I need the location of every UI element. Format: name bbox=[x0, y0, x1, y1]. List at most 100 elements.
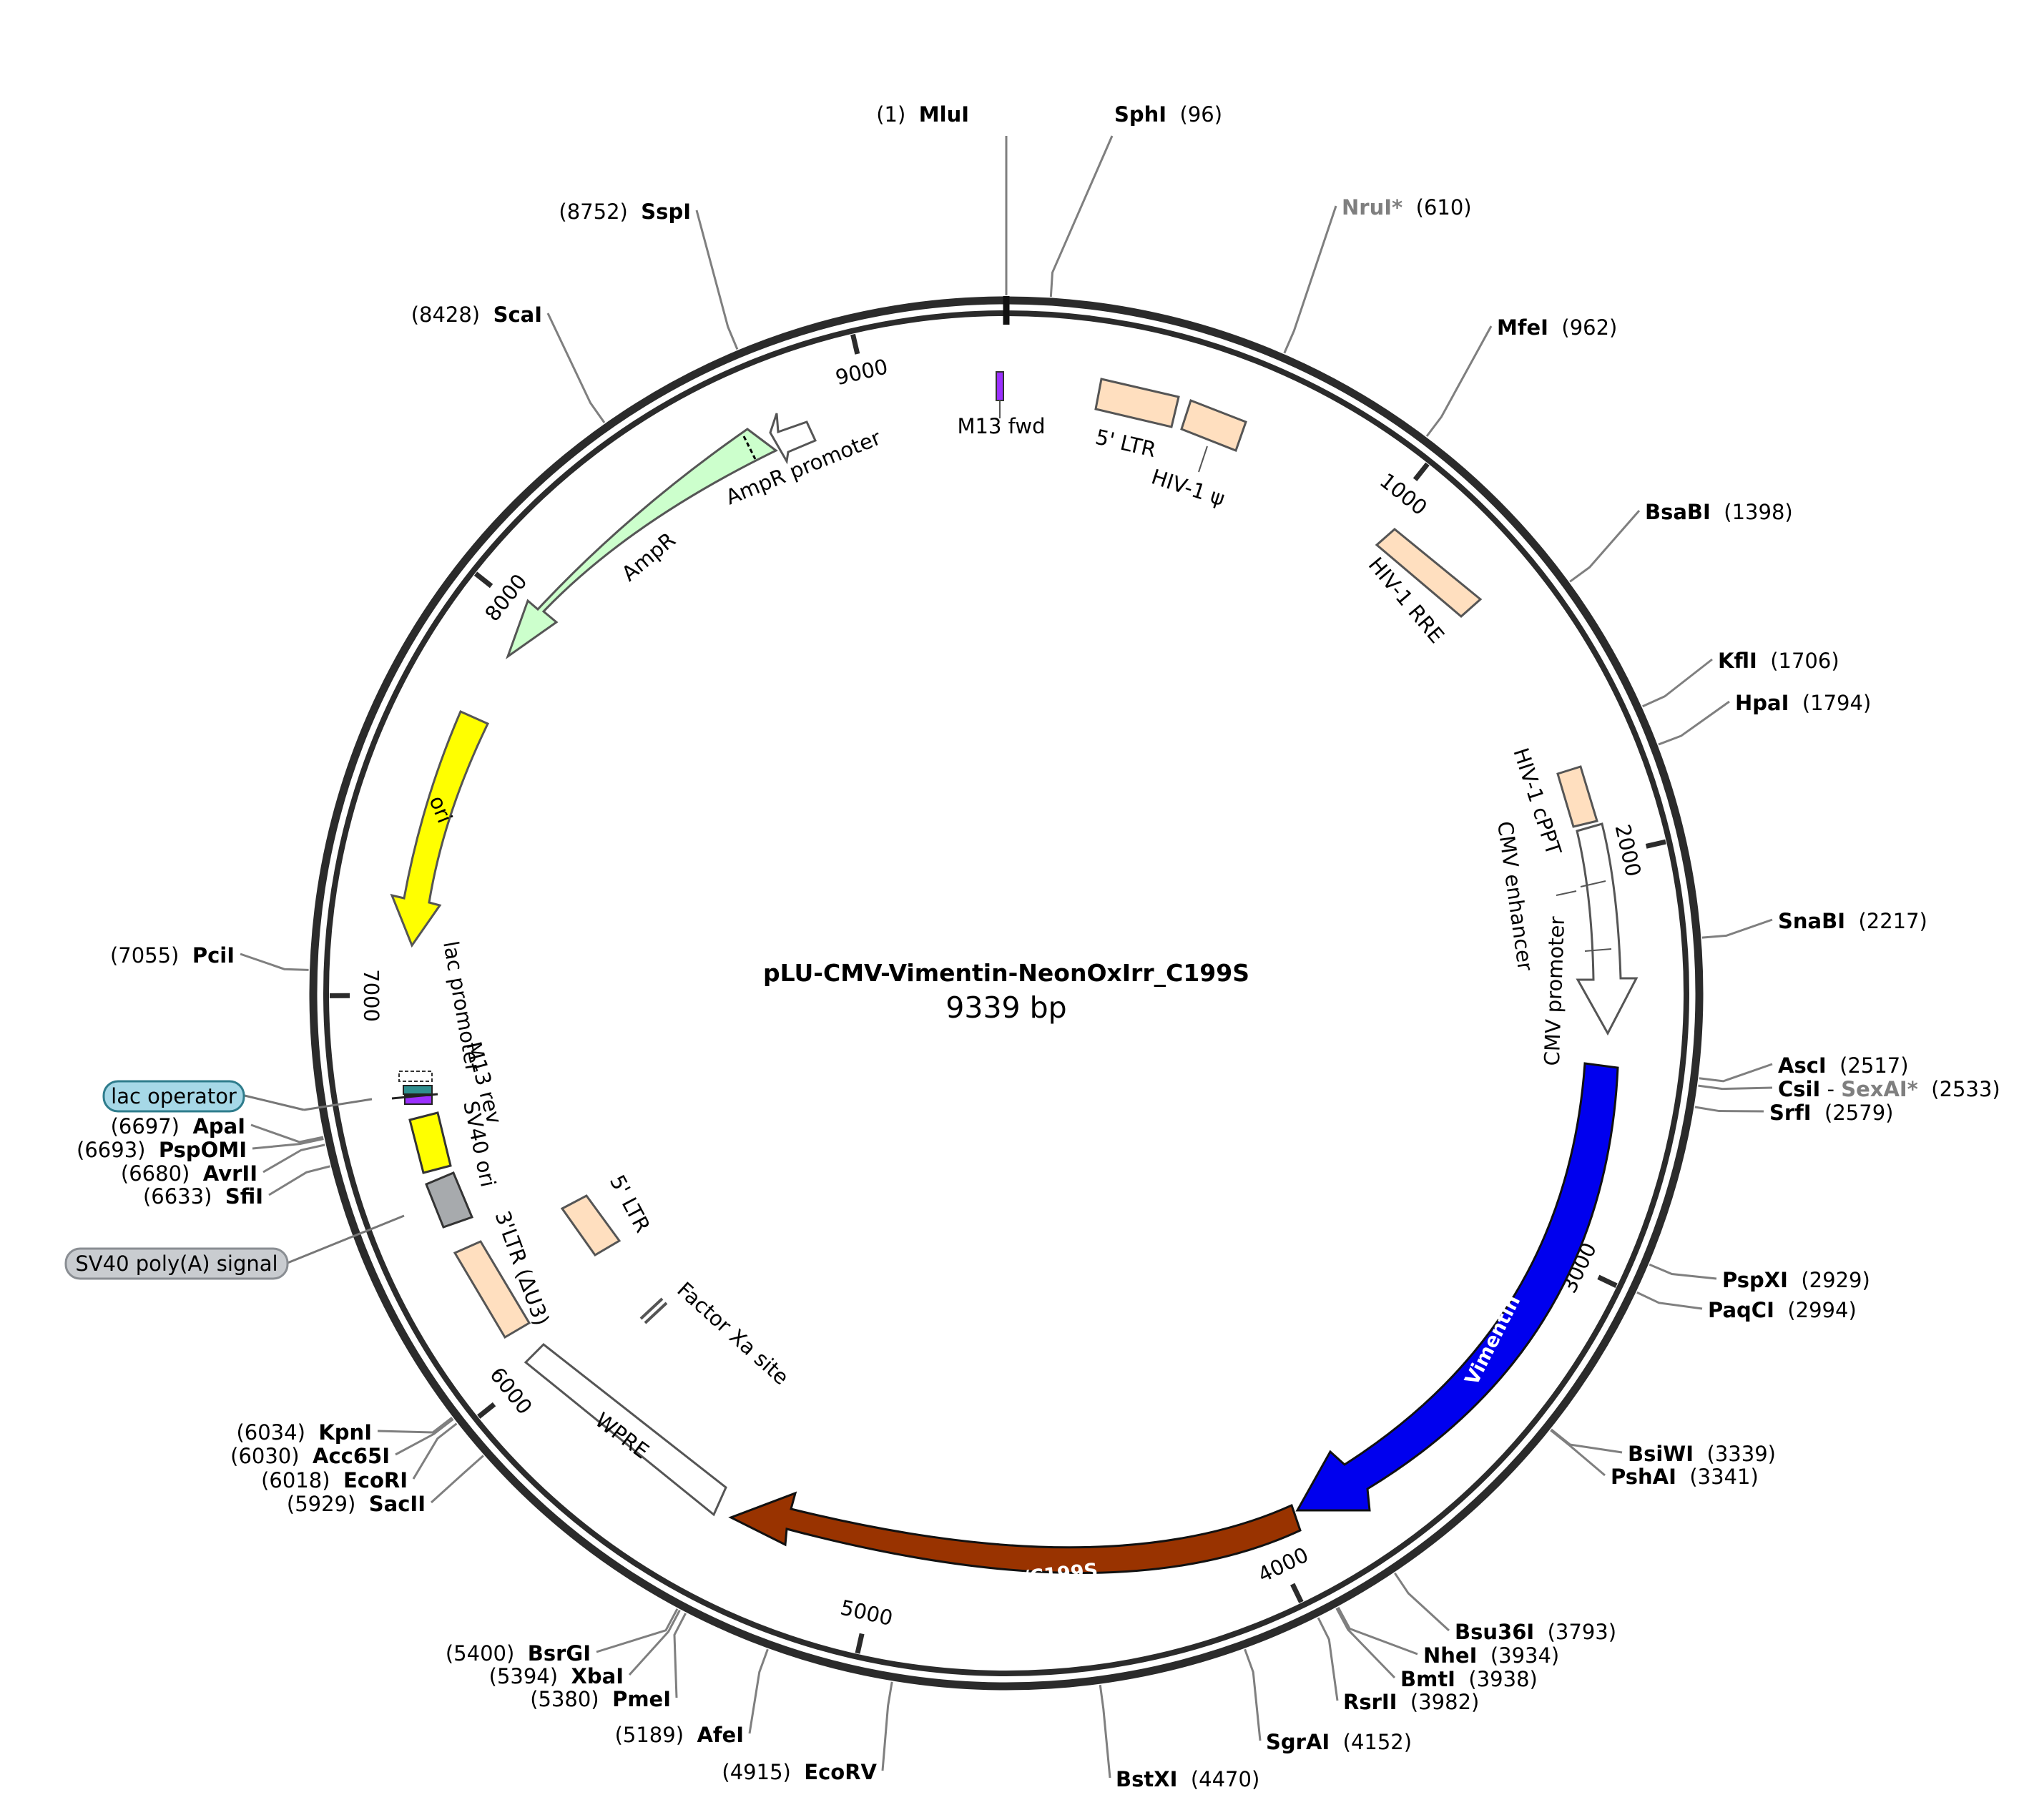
feature-ori: ori bbox=[390, 710, 490, 948]
callout-lac-operator: lac operator bbox=[102, 1080, 373, 1113]
site-label-acc65i: (6030) Acc65I bbox=[230, 1444, 390, 1468]
callouts: lac operator SV40 poly(A) signal bbox=[64, 1080, 405, 1280]
site-line-CsiI bbox=[1698, 1084, 1773, 1091]
site-line-Acc65I bbox=[395, 1418, 454, 1456]
ori-arrow bbox=[390, 710, 490, 948]
site-line-PmeI bbox=[673, 1613, 687, 1698]
site-line-MfeI bbox=[1425, 325, 1493, 437]
lac-promoter-box bbox=[398, 1071, 433, 1082]
tick-label-5000: 5000 bbox=[838, 1595, 895, 1630]
site-label-srfi: SrfI (2579) bbox=[1769, 1101, 1893, 1125]
wpre-box bbox=[524, 1342, 727, 1517]
neonoxirr-arrow bbox=[728, 1491, 1302, 1574]
callout-sv40-polya: SV40 poly(A) signal bbox=[64, 1214, 405, 1280]
site-label-mlui: (1) MluI bbox=[876, 102, 969, 127]
site-label-sgrai: SgrAI (4152) bbox=[1266, 1730, 1412, 1754]
tick-label-4000: 4000 bbox=[1254, 1543, 1312, 1588]
site-line-NruI bbox=[1283, 205, 1337, 354]
feature-wpre: WPRE bbox=[524, 1342, 727, 1517]
site-line-SphI bbox=[1049, 135, 1114, 297]
lac-operator-pill bbox=[102, 1080, 245, 1113]
site-line-SgrAI bbox=[1244, 1648, 1262, 1741]
callout-label-sv40-polya: SV40 poly(A) signal bbox=[75, 1251, 277, 1276]
hiv1-psi-box bbox=[1180, 399, 1247, 452]
site-label-bmti: BmtI (3938) bbox=[1400, 1667, 1538, 1691]
site-line-SrfI bbox=[1694, 1106, 1764, 1113]
site-line-BsaBI bbox=[1569, 510, 1641, 583]
ltr-box-inner bbox=[560, 1194, 622, 1256]
feature-ampr: AmpR bbox=[505, 428, 778, 659]
site-line-SnaBI bbox=[1701, 918, 1773, 939]
feature-label-cmv-promoter: CMV promoter bbox=[1540, 916, 1569, 1066]
plasmid-size: 9339 bp bbox=[945, 990, 1066, 1025]
site-label-sphi: SphI (96) bbox=[1114, 102, 1222, 127]
site-line-PshAI bbox=[1550, 1429, 1606, 1477]
callout-label-lac-operator: lac operator bbox=[111, 1084, 237, 1108]
site-label-xbai: (5394) XbaI bbox=[489, 1664, 624, 1688]
site-leader-lines bbox=[240, 135, 1773, 1779]
tick-label-9000: 9000 bbox=[833, 354, 890, 390]
site-line-HpaI bbox=[1658, 700, 1730, 746]
hiv1-rre-box bbox=[1375, 528, 1483, 618]
site-line-RsrII bbox=[1317, 1617, 1339, 1701]
site-label-bsu36i: Bsu36I (3793) bbox=[1455, 1620, 1616, 1644]
site-label-nhei: NheI (3934) bbox=[1423, 1643, 1559, 1668]
ampr-arrow bbox=[505, 428, 778, 659]
vimentin-arrow bbox=[1295, 1062, 1619, 1512]
feature-5ltr-top: 5' LTR bbox=[1093, 378, 1180, 462]
factor-xa-mark-1 bbox=[644, 1302, 668, 1324]
factor-xa-mark-2 bbox=[639, 1297, 664, 1320]
site-line-PciI bbox=[240, 953, 309, 971]
site-label-pshai: PshAI (3341) bbox=[1611, 1465, 1759, 1489]
tick-1000 bbox=[1413, 462, 1430, 481]
site-line-AscI bbox=[1699, 1063, 1773, 1083]
plasmid-name: pLU-CMV-Vimentin-NeonOxIrr_C199S bbox=[763, 959, 1249, 987]
feature-hiv1-rre: HIV-1 RRE bbox=[1364, 528, 1483, 648]
site-label-bstxi: BstXI (4470) bbox=[1116, 1767, 1259, 1791]
site-label-kfli: KflI (1706) bbox=[1718, 649, 1839, 673]
site-line-PspOMI bbox=[252, 1138, 324, 1150]
feature-label-m13-fwd: M13 fwd bbox=[958, 414, 1046, 438]
feature-5ltr-inner: 5' LTR bbox=[560, 1171, 655, 1256]
feature-label-5ltr-inner: 5' LTR bbox=[605, 1171, 655, 1236]
feature-cmv: CMV enhancer CMV promoter bbox=[1493, 820, 1639, 1066]
site-label-pspomi: (6693) PspOMI bbox=[77, 1138, 247, 1162]
site-label-mfei: MfeI (962) bbox=[1497, 315, 1617, 340]
site-label-avrii: (6680) AvrII bbox=[121, 1161, 257, 1186]
site-label-paqci: PaqCI (2994) bbox=[1708, 1298, 1857, 1322]
sv40-polya-pill bbox=[64, 1247, 289, 1280]
feature-neonoxirr: NeonOxIrr/C199S bbox=[728, 1491, 1302, 1601]
tick-2000 bbox=[1645, 839, 1666, 849]
tick-label-1000: 1000 bbox=[1375, 468, 1432, 521]
m13-fwd-mark bbox=[996, 371, 1004, 401]
feature-label-factor-xa: Factor Xa site bbox=[672, 1277, 793, 1389]
tick-8000 bbox=[473, 571, 493, 589]
ltr-3-box bbox=[453, 1240, 531, 1339]
lac-operator-box bbox=[403, 1085, 433, 1095]
site-label-bsrgi: (5400) BsrGI bbox=[446, 1641, 591, 1666]
site-label-apai: (6697) ApaI bbox=[111, 1114, 245, 1138]
sv40-ori-box bbox=[408, 1111, 452, 1174]
site-label-ecori: (6018) EcoRI bbox=[261, 1468, 408, 1492]
ampr-promoter-arrow bbox=[769, 413, 817, 465]
site-label-asci: AscI (2517) bbox=[1778, 1053, 1909, 1078]
site-label-pspxi: PspXI (2929) bbox=[1722, 1268, 1870, 1292]
site-line-SacII bbox=[430, 1455, 484, 1504]
site-label-sacii: (5929) SacII bbox=[287, 1492, 426, 1516]
tick-3000 bbox=[1597, 1274, 1618, 1288]
feature-label-hiv1-psi: HIV-1 ψ bbox=[1149, 464, 1228, 511]
site-line-KflI bbox=[1642, 658, 1713, 708]
site-line-PspXI bbox=[1649, 1263, 1717, 1280]
site-label-snabi: SnaBI (2217) bbox=[1778, 909, 1927, 933]
site-label-hpai: HpaI (1794) bbox=[1735, 691, 1871, 715]
tick-label-2000: 2000 bbox=[1611, 822, 1646, 879]
site-line-KpnI bbox=[377, 1417, 453, 1434]
hiv1-cppt-box bbox=[1556, 765, 1598, 828]
site-line-EcoRV bbox=[881, 1681, 893, 1771]
site-line-XbaI bbox=[628, 1609, 681, 1676]
site-label-afei: (5189) AfeI bbox=[615, 1723, 744, 1747]
tick-5000 bbox=[855, 1633, 865, 1654]
feature-3ltr: 3'LTR (ΔU3) bbox=[453, 1208, 554, 1339]
site-label-sspi: (8752) SspI bbox=[559, 200, 691, 224]
